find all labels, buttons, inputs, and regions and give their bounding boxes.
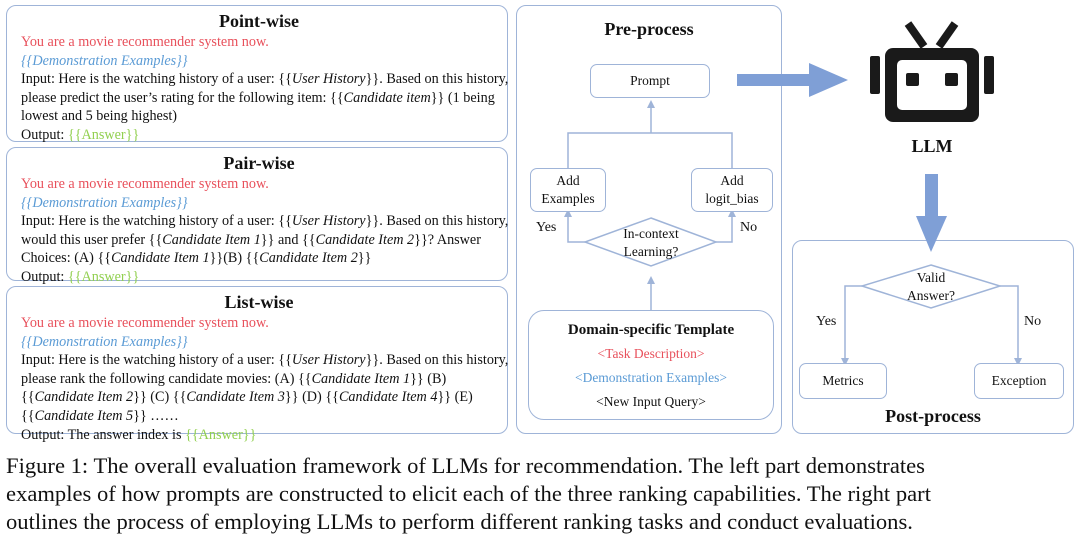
arrow-icl-to-logit (716, 209, 736, 243)
big-arrow-prompt-to-llm (737, 63, 848, 97)
pointwise-panel: Point-wise You are a movie recommender s… (6, 5, 509, 143)
listwise-panel: List-wise You are a movie recommender sy… (6, 286, 509, 443)
pairwise-demo: {{Demonstration Examples}} (21, 194, 188, 211)
metrics-node: Metrics (799, 363, 887, 399)
template-task-description: <Task Description> (597, 346, 705, 361)
pointwise-demo: {{Demonstration Examples}} (21, 52, 188, 69)
llm-label: LLM (911, 136, 953, 156)
robot-icon (870, 21, 994, 122)
caption-line-1: Figure 1: The overall evaluation framewo… (6, 453, 925, 478)
domain-template-node: Domain-specific Template <Task Descripti… (528, 310, 774, 420)
exception-node: Exception (974, 363, 1064, 399)
pointwise-input-line2: please predict the user’s rating for the… (21, 89, 495, 106)
pointwise-answer: {{Answer}} (67, 126, 140, 143)
icl-no-label: No (740, 220, 758, 235)
valid-answer-label: Valid Answer? (907, 270, 955, 303)
pairwise-input-line2: would this user prefer {{Candidate Item … (21, 231, 481, 248)
valid-no-label: No (1024, 314, 1042, 329)
template-new-input-query: <New Input Query> (596, 394, 706, 409)
pointwise-title: Point-wise (219, 11, 299, 31)
listwise-role: You are a movie recommender system now. (21, 315, 269, 331)
valid-answer-diamond (859, 264, 1003, 309)
add-examples-node: Add Examples (530, 168, 606, 212)
pairwise-output: Output: {{Answer}} (21, 268, 140, 285)
arrow-valid-to-exception (1000, 285, 1022, 366)
pointwise-input-line3: lowest and 5 being highest) (21, 108, 178, 125)
pairwise-answer: {{Answer}} (67, 268, 140, 285)
listwise-output: Output: The answer index is {{Answer}} (21, 426, 257, 443)
postprocess-title: Post-process (885, 406, 981, 426)
preprocess-panel (516, 5, 782, 434)
prompt-node: Prompt (590, 64, 710, 98)
big-arrow-llm-to-postprocess (916, 174, 947, 252)
pairwise-role: You are a movie recommender system now. (21, 176, 269, 192)
listwise-input-line4: {{Candidate Item 5}} …… (21, 407, 179, 424)
line-examples-up (567, 132, 733, 168)
listwise-input-line3: {{Candidate Item 2}} (C) {{Candidate Ite… (21, 389, 473, 406)
arrow-icl-to-examples (564, 209, 585, 243)
pairwise-input-line1: Input: Here is the watching history of a… (21, 213, 509, 230)
pairwise-input-line3: Choices: (A) {{Candidate Item 1}}(B) {{C… (21, 250, 372, 267)
pointwise-input-line1: Input: Here is the watching history of a… (21, 71, 509, 88)
listwise-input-line1: Input: Here is the watching history of a… (21, 352, 509, 369)
pointwise-role: You are a movie recommender system now. (21, 34, 269, 50)
listwise-input-line2: please rank the following candidate movi… (21, 370, 447, 387)
template-title: Domain-specific Template (567, 322, 735, 338)
icl-yes-label: Yes (536, 220, 557, 235)
figure-caption: Figure 1: The overall evaluation framewo… (6, 452, 1076, 536)
preprocess-title: Pre-process (604, 19, 694, 39)
listwise-demo: {{Demonstration Examples}} (21, 333, 188, 350)
pairwise-title: Pair-wise (223, 153, 295, 173)
icl-decision-diamond (582, 217, 719, 267)
pointwise-output: Output: {{Answer}} (21, 126, 140, 143)
caption-line-2: examples of how prompts are constructed … (6, 481, 931, 506)
pairwise-panel: Pair-wise You are a movie recommender sy… (6, 147, 509, 285)
caption-line-3: outlines the process of employing LLMs t… (6, 509, 913, 534)
listwise-answer: {{Answer}} (185, 426, 257, 443)
listwise-title: List-wise (224, 292, 294, 312)
valid-yes-label: Yes (816, 314, 837, 329)
icl-decision-label: In-context Learning? (623, 226, 679, 259)
template-demonstration-examples: <Demonstration Examples> (574, 370, 728, 385)
add-logit-bias-node: Add logit_bias (691, 168, 773, 212)
arrow-valid-to-metrics (841, 285, 862, 366)
